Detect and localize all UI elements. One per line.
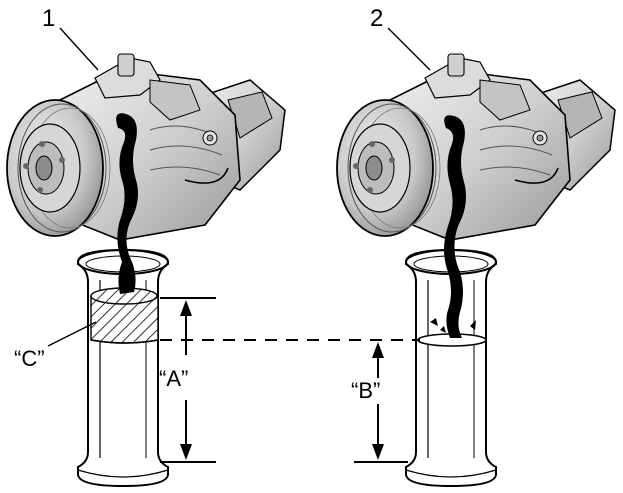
compressor-1 [6,53,286,241]
dimension-b-label: “B” [351,378,380,403]
dimension-a-label: “A” [159,366,188,391]
callout-c-leader [47,321,97,347]
callout-1-leader [59,27,99,71]
dimension-c-label: “C” [14,346,45,371]
callout-2-label: 2 [370,5,383,32]
callout-2-leader [387,27,431,71]
dimension-b [354,342,408,463]
dimension-a [160,297,216,463]
oil-stream-right [444,115,466,338]
compressor-2 [336,53,616,241]
callout-1-label: 1 [42,5,55,32]
oil-stream-left [116,113,138,294]
oil-volume-c [90,287,159,344]
